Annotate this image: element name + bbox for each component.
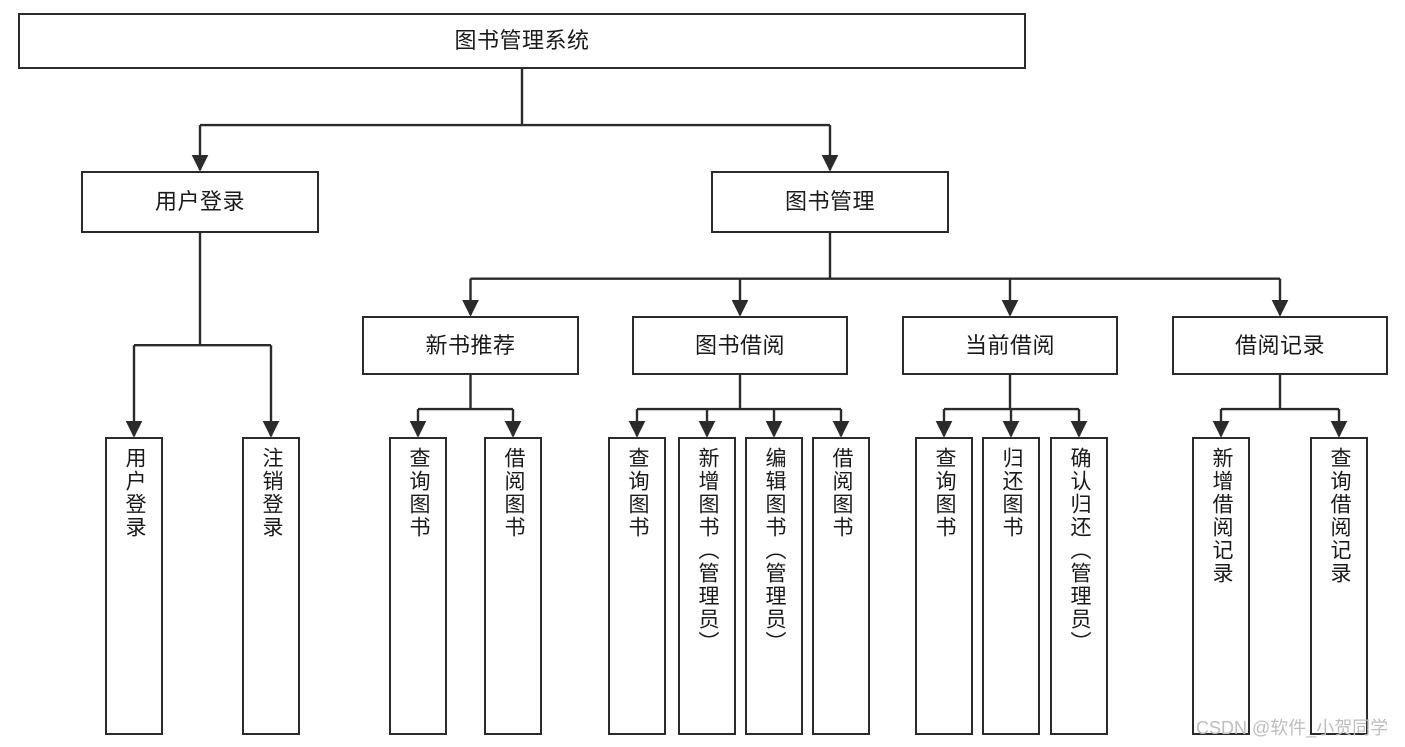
- node-label: 当前借阅: [964, 332, 1055, 358]
- node-label: 图书管理: [784, 189, 875, 215]
- node-user-login[interactable]: 用户登录: [81, 171, 319, 233]
- node-label: 归还图书: [1000, 447, 1024, 539]
- node-label: 查询图书: [407, 447, 431, 539]
- node-label: 新增图书（管理员）: [696, 447, 720, 654]
- node-label: 确认归还（管理员）: [1068, 447, 1092, 654]
- node-leaf-query-book-3[interactable]: 查询图书: [915, 437, 973, 735]
- node-leaf-query-book-2[interactable]: 查询图书: [608, 437, 666, 735]
- node-leaf-borrow-book-1[interactable]: 借阅图书: [484, 437, 542, 735]
- node-label: 新书推荐: [425, 332, 516, 358]
- node-leaf-add-record[interactable]: 新增借阅记录: [1192, 437, 1250, 735]
- node-label: 图书借阅: [694, 332, 785, 358]
- node-root[interactable]: 图书管理系统: [18, 13, 1026, 69]
- node-label: 用户登录: [123, 447, 147, 539]
- node-book-manage[interactable]: 图书管理: [711, 171, 949, 233]
- node-leaf-query-record[interactable]: 查询借阅记录: [1310, 437, 1368, 735]
- node-label: 查询图书: [626, 447, 650, 539]
- node-label: 图书管理系统: [454, 28, 590, 54]
- node-leaf-confirm-return[interactable]: 确认归还（管理员）: [1050, 437, 1108, 735]
- node-leaf-return-book[interactable]: 归还图书: [982, 437, 1040, 735]
- node-leaf-user-login[interactable]: 用户登录: [105, 437, 163, 735]
- node-leaf-edit-book[interactable]: 编辑图书（管理员）: [745, 437, 803, 735]
- node-label: 借阅图书: [502, 447, 526, 539]
- node-label: 用户登录: [154, 189, 245, 215]
- node-label: 查询图书: [933, 447, 957, 539]
- node-label: 注销登录: [260, 447, 284, 539]
- node-new-book-rec[interactable]: 新书推荐: [362, 316, 579, 375]
- csdn-watermark: CSDN @软件_小贺同学: [1196, 718, 1389, 738]
- node-label: 新增借阅记录: [1210, 447, 1234, 585]
- node-label: 编辑图书（管理员）: [763, 447, 787, 654]
- node-leaf-query-book-1[interactable]: 查询图书: [389, 437, 447, 735]
- node-current-borrow[interactable]: 当前借阅: [902, 316, 1118, 375]
- node-label: 借阅记录: [1234, 332, 1325, 358]
- node-leaf-add-book[interactable]: 新增图书（管理员）: [678, 437, 736, 735]
- node-leaf-logout[interactable]: 注销登录: [242, 437, 300, 735]
- node-leaf-borrow-book-2[interactable]: 借阅图书: [812, 437, 870, 735]
- node-book-borrow[interactable]: 图书借阅: [632, 316, 848, 375]
- node-label: 查询借阅记录: [1328, 447, 1352, 585]
- node-borrow-record[interactable]: 借阅记录: [1172, 316, 1388, 375]
- node-label: 借阅图书: [830, 447, 854, 539]
